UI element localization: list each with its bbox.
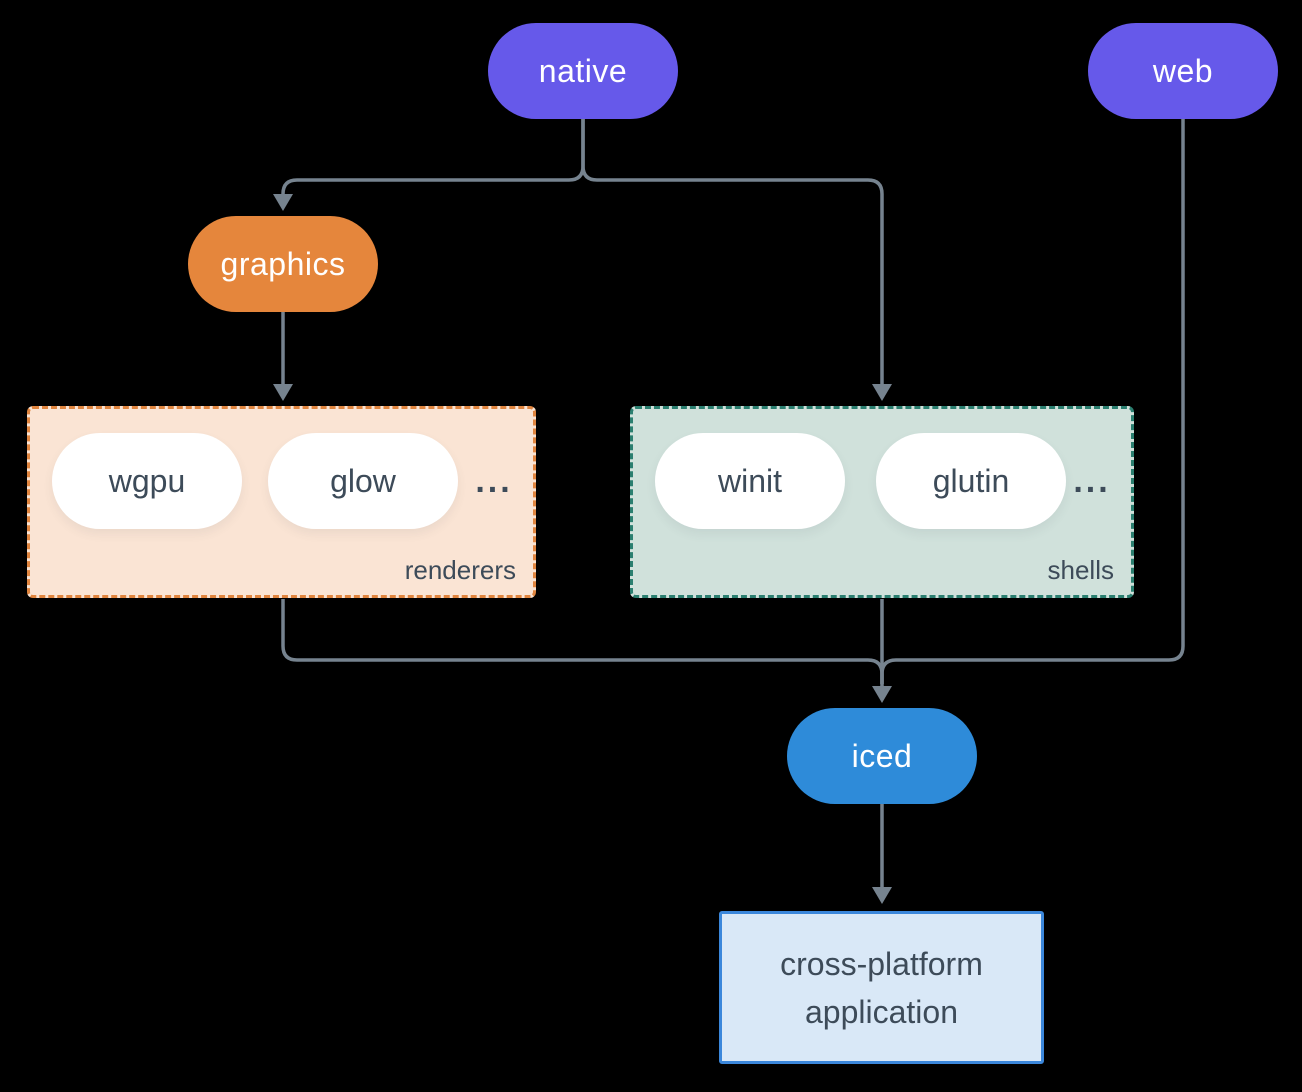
node-glutin: glutin bbox=[876, 433, 1066, 529]
group-shells: winit glutin ... shells bbox=[630, 406, 1134, 598]
renderers-ellipsis: ... bbox=[475, 461, 513, 500]
edge-native-graphics bbox=[281, 119, 585, 196]
node-glow: glow bbox=[268, 433, 458, 529]
edge-native-shells bbox=[581, 119, 884, 386]
edge-renderers-iced bbox=[281, 599, 884, 684]
renderers-group-label: renderers bbox=[404, 555, 516, 585]
arrowhead-application bbox=[872, 887, 892, 904]
edge-web-iced bbox=[880, 119, 1185, 684]
node-native: native bbox=[488, 23, 678, 119]
node-wgpu: wgpu bbox=[52, 433, 242, 529]
shells-ellipsis: ... bbox=[1073, 461, 1111, 500]
arrowhead-shells bbox=[872, 384, 892, 401]
node-iced: iced bbox=[787, 708, 977, 804]
arrowhead-renderers bbox=[273, 384, 293, 401]
arrowhead-graphics bbox=[273, 194, 293, 211]
group-renderers: wgpu glow ... renderers bbox=[27, 406, 536, 598]
node-graphics: graphics bbox=[188, 216, 378, 312]
node-winit: winit bbox=[655, 433, 845, 529]
arrowhead-iced bbox=[872, 686, 892, 703]
node-web: web bbox=[1088, 23, 1278, 119]
node-application: cross-platform application bbox=[719, 911, 1044, 1064]
shells-group-label: shells bbox=[1047, 555, 1114, 585]
